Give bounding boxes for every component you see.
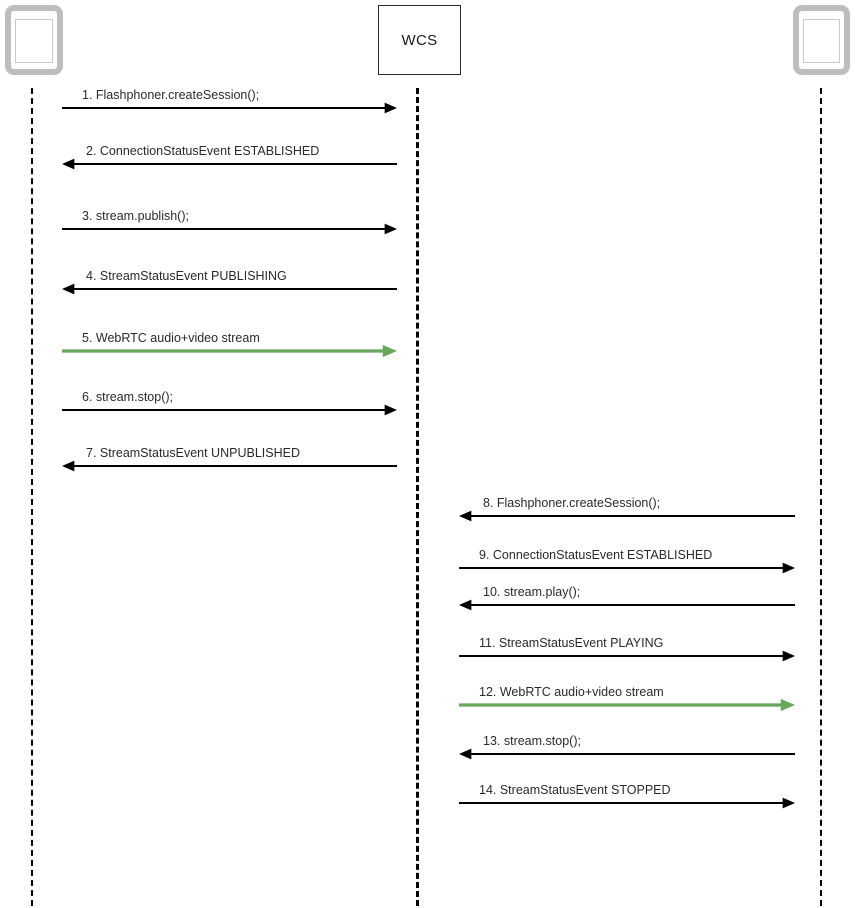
wcs-server-label: WCS xyxy=(401,31,438,49)
subscriber-device-screen xyxy=(803,19,840,63)
message-13-label: 13. stream.stop(); xyxy=(483,734,581,748)
message-11-label: 11. StreamStatusEvent PLAYING xyxy=(479,636,664,650)
message-14-label: 14. StreamStatusEvent STOPPED xyxy=(479,783,671,797)
message-4-label: 4. StreamStatusEvent PUBLISHING xyxy=(86,269,287,283)
message-2-arrow xyxy=(62,158,397,170)
message-7-arrow xyxy=(62,460,397,472)
message-10-label: 10. stream.play(); xyxy=(483,585,581,599)
subscriber-device-icon xyxy=(793,5,850,75)
message-5-label: 5. WebRTC audio+video stream xyxy=(82,331,260,345)
message-2-label: 2. ConnectionStatusEvent ESTABLISHED xyxy=(86,144,320,158)
message-6-label: 6. stream.stop(); xyxy=(82,390,173,404)
message-12-arrow xyxy=(459,698,795,712)
message-9-arrow xyxy=(459,562,795,574)
publisher-device-icon xyxy=(5,5,63,75)
message-9-label: 9. ConnectionStatusEvent ESTABLISHED xyxy=(479,548,713,562)
message-8-label: 8. Flashphoner.createSession(); xyxy=(483,496,661,510)
message-3-label: 3. stream.publish(); xyxy=(82,209,189,223)
message-7-label: 7. StreamStatusEvent UNPUBLISHED xyxy=(86,446,300,460)
message-13-arrow xyxy=(459,748,795,760)
subscriber-lifeline xyxy=(820,88,822,906)
message-3-arrow xyxy=(62,223,397,235)
publisher-lifeline xyxy=(31,88,33,906)
message-11-arrow xyxy=(459,650,795,662)
publisher-device-screen xyxy=(15,19,53,63)
wcs-server-box: WCS xyxy=(378,5,461,75)
message-5-arrow xyxy=(62,344,397,358)
wcs-server-lifeline xyxy=(416,88,419,906)
message-14-arrow xyxy=(459,797,795,809)
message-12-label: 12. WebRTC audio+video stream xyxy=(479,685,664,699)
message-1-arrow xyxy=(62,102,397,114)
message-10-arrow xyxy=(459,599,795,611)
message-6-arrow xyxy=(62,404,397,416)
message-4-arrow xyxy=(62,283,397,295)
message-1-label: 1. Flashphoner.createSession(); xyxy=(82,88,260,102)
message-8-arrow xyxy=(459,510,795,522)
